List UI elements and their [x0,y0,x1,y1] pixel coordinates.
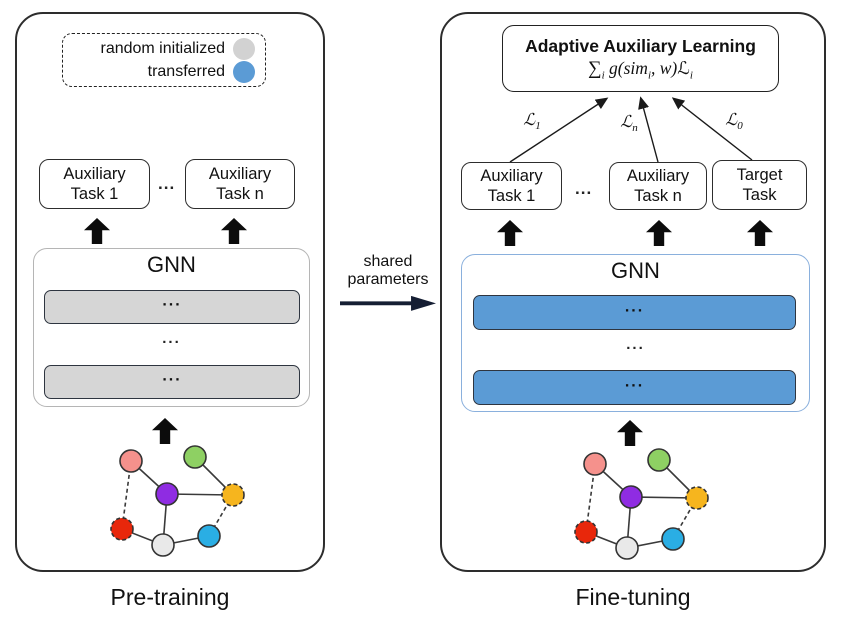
shared-parameters-annotation: shared parameters [333,253,443,311]
aux-task-n-line1: Auxiliary [208,164,272,183]
layer-ellipsis: ... [162,330,181,347]
loss-label-0: ℒ0 [725,110,742,132]
gnn-layer-bar: ... [44,365,300,399]
node-pink [583,452,607,476]
node-gold [685,486,709,510]
aux-task-n-box: Auxiliary Task n [185,159,295,209]
gnn-layer-bar: ... [44,290,300,324]
right-arrow-icon [340,295,436,311]
formula-fn: g(sim [604,57,648,78]
loss-n-sym: ℒ [620,111,633,131]
bar-ellipsis: ... [162,367,182,385]
adaptive-title: Adaptive Auxiliary Learning [525,35,756,56]
finetuning-caption: Fine-tuning [575,584,691,610]
up-arrow-icon [152,418,178,444]
aux-task-1-line1: Auxiliary [63,164,126,183]
shared-parameters-line2: parameters [347,270,429,288]
aux-task-n-box: Auxiliary Task n [609,162,707,210]
legend-label-transferred: transferred [147,62,225,80]
sum-subscript: i [601,69,605,82]
task-ellipsis: ... [575,179,593,198]
node-pink [119,449,143,473]
node-cyan [661,527,685,551]
aux-task-1-box: Auxiliary Task 1 [39,159,150,209]
up-arrow-icon [617,420,643,446]
bar-ellipsis: ... [624,297,645,315]
loss-label-1: ℒ1 [523,110,540,132]
node-green [183,445,207,469]
target-task-line1: Target [736,165,783,184]
up-arrow-icon [646,220,672,246]
target-task-line2: Task [742,186,777,204]
node-red [574,520,598,544]
node-green [647,448,671,472]
sum-symbol: ∑ [588,57,602,79]
loss-1-sub: 1 [535,120,541,133]
blue-circle-icon [233,60,255,83]
aux-task-n-line2: Task n [634,187,682,205]
formula-fn-close: , w) [651,57,678,78]
loss-subscript: i [689,69,693,82]
legend-box: random initialized transferred [62,33,266,87]
adaptive-formula: ∑i g(simi, w)ℒi [588,58,693,82]
legend-row-transferred: transferred [67,60,255,83]
legend-label-random-initialized: random initialized [100,39,225,57]
pretraining-caption: Pre-training [110,584,230,610]
finetuning-panel: Adaptive Auxiliary Learning ∑i g(simi, w… [440,12,826,572]
gray-circle-icon [233,37,255,60]
node-red [110,517,134,541]
loss-1-sym: ℒ [523,109,536,129]
aux-task-1-line2: Task 1 [487,187,536,205]
aux-task-1-line1: Auxiliary [480,166,543,185]
gnn-box-pretraining: GNN ... ... ... [33,248,310,407]
loss-symbol: ℒ [677,57,690,78]
gnn-title: GNN [147,252,196,277]
aux-task-1-line2: Task 1 [70,185,119,203]
gnn-layer-bar: ... [473,370,796,405]
task-ellipsis: ... [158,174,176,193]
bar-ellipsis: ... [624,372,645,390]
node-purple [619,485,643,509]
node-gray [151,533,175,557]
up-arrow-icon [221,218,247,244]
target-task-box: Target Task [712,160,807,210]
loss-n-sub: n [632,122,638,135]
legend-row-random-initialized: random initialized [67,37,255,60]
gnn-layer-bar: ... [473,295,796,330]
shared-parameters-line1: shared [363,253,413,270]
layer-ellipsis: ... [626,336,645,353]
node-cyan [197,524,221,548]
aux-task-1-box: Auxiliary Task 1 [461,162,562,210]
gnn-title: GNN [611,258,660,283]
loss-label-n: ℒn [620,112,637,134]
input-graph [110,445,245,557]
loss-0-sym: ℒ [725,109,738,129]
pretraining-panel: random initialized transferred Auxiliary… [15,12,325,572]
up-arrow-icon [84,218,110,244]
node-gold [221,483,245,507]
node-gray [615,536,639,560]
aux-task-n-line2: Task n [216,185,264,203]
bar-ellipsis: ... [162,292,182,310]
adaptive-auxiliary-learning-box: Adaptive Auxiliary Learning ∑i g(simi, w… [502,25,779,92]
aux-task-n-line1: Auxiliary [626,166,690,185]
formula-fn-subscript: i [647,69,651,82]
gnn-box-finetuning: GNN ... ... ... [461,254,810,412]
up-arrow-icon [747,220,773,246]
up-arrow-icon [497,220,523,246]
loss-0-sub: 0 [737,120,743,133]
node-purple [155,482,179,506]
input-graph [574,448,709,560]
